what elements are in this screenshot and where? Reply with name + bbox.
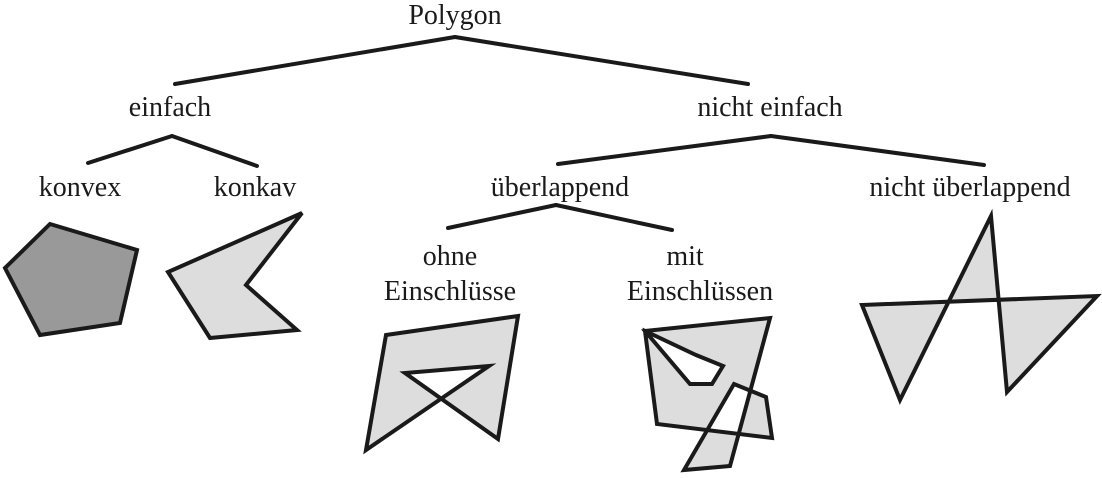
edge-overlapping-without [446, 203, 558, 230]
label-concave: konkav [213, 172, 297, 203]
edge-simple-convex [86, 134, 174, 165]
convex-polygon-shape [2, 221, 140, 338]
edge-root-non-simple [453, 35, 750, 86]
label-simple: einfach [128, 92, 212, 123]
label-non-overlapping: nicht überlappend [869, 172, 1071, 203]
edge-simple-concave [170, 134, 259, 168]
label-without-inclusions-line1: ohne [422, 241, 478, 272]
concave-polygon-shape [165, 211, 304, 341]
label-non-simple: nicht einfach [697, 92, 843, 123]
label-with-inclusions-line2: Einschlüssen [626, 276, 774, 307]
overlapping-without-inclusions-shape [363, 313, 521, 455]
edge-overlapping-with [554, 203, 674, 232]
label-overlapping: überlappend [490, 172, 630, 203]
label-with-inclusions-line1: mit [666, 241, 704, 272]
overlapping-with-inclusions-shape [641, 315, 775, 473]
edge-non-simple-overlapping [556, 134, 773, 166]
label-polygon: Polygon [408, 0, 502, 31]
label-convex: konvex [38, 172, 122, 203]
edge-root-simple [173, 35, 457, 86]
edge-non-simple-non-overlapping [769, 134, 986, 167]
label-without-inclusions-line2: Einschlüsse [383, 276, 517, 307]
non-overlapping-shape [859, 208, 1102, 405]
